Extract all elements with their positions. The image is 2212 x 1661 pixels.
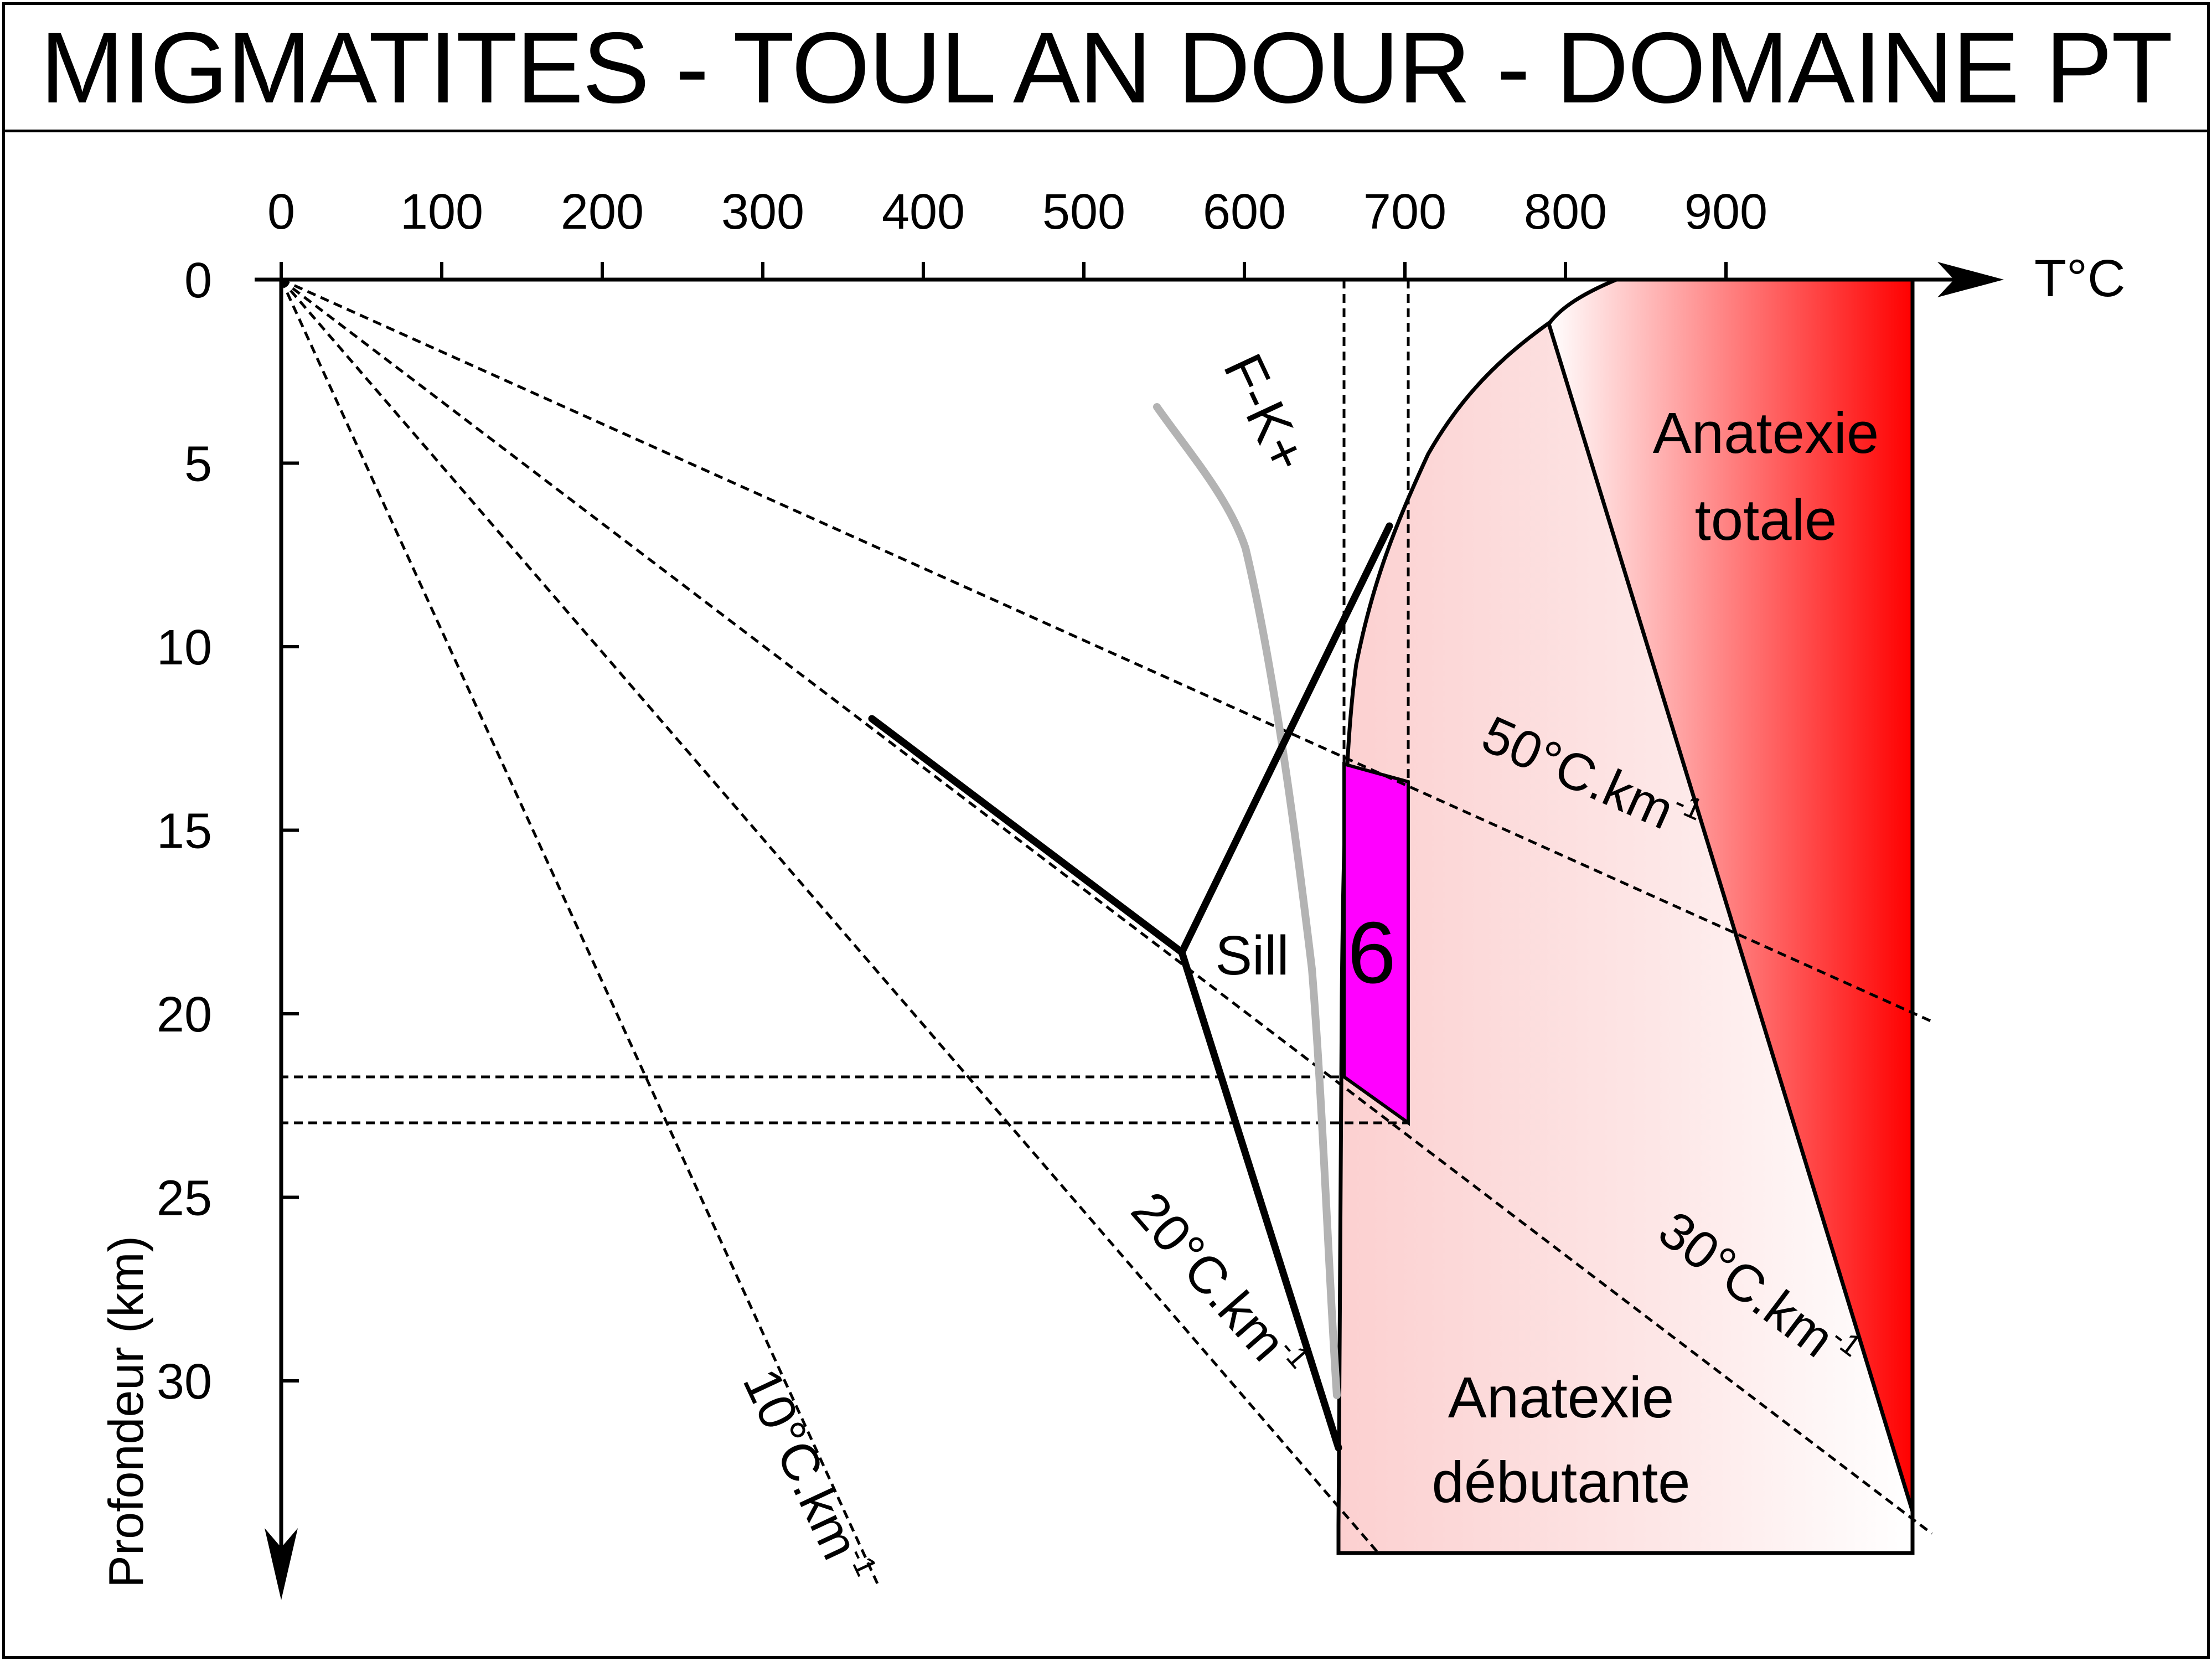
x-tick-label: 100 bbox=[400, 184, 483, 240]
x-tick-label: 900 bbox=[1684, 184, 1767, 240]
y-axis-label: Profondeur (km) bbox=[99, 1236, 153, 1588]
x-tick-label: 700 bbox=[1363, 184, 1446, 240]
y-tick-label: 10 bbox=[157, 620, 212, 675]
y-tick-label: 25 bbox=[157, 1171, 212, 1226]
anatexie-totale-field bbox=[1547, 277, 1915, 1513]
geotherm-10-text: 10°C.km bbox=[731, 1360, 870, 1568]
x-tick-label: 500 bbox=[1042, 184, 1125, 240]
fk-reaction-label: F-K+ bbox=[1212, 345, 1319, 481]
x-axis-ticks: 0 100 200 300 400 500 600 700 800 900 bbox=[267, 184, 1767, 280]
y-tick-label: 0 bbox=[184, 253, 212, 308]
geotherm-30 bbox=[280, 280, 1933, 1535]
x-axis-label: T°C bbox=[2034, 249, 2126, 308]
x-axis-arrow-icon bbox=[1937, 262, 2004, 297]
axes bbox=[255, 262, 2004, 1600]
fk-reaction-line bbox=[1153, 403, 1341, 1399]
ky-sill-line bbox=[868, 715, 1186, 956]
aluminosilicate-lines bbox=[868, 522, 1393, 1452]
x-tick-label: 200 bbox=[561, 184, 644, 240]
page-title: MIGMATITES - TOUL AN DOUR - DOMAINE PT bbox=[40, 11, 2173, 124]
y-axis-ticks: 0 5 10 15 20 25 30 bbox=[157, 253, 299, 1410]
y-tick-label: 30 bbox=[157, 1354, 212, 1410]
geotherm-10 bbox=[280, 280, 879, 1585]
y-tick-label: 15 bbox=[157, 804, 212, 859]
x-tick-label: 800 bbox=[1524, 184, 1607, 240]
x-tick-label: 400 bbox=[882, 184, 965, 240]
anatexie-totale-label-2: totale bbox=[1695, 488, 1837, 553]
geotherm-20 bbox=[280, 280, 1379, 1554]
x-tick-label: 300 bbox=[721, 184, 804, 240]
anatexie-debutante-label-2: débutante bbox=[1431, 1450, 1690, 1515]
pt-box-label: 6 bbox=[1347, 904, 1396, 1002]
geotherm-lines bbox=[280, 280, 1933, 1585]
title-bar: MIGMATITES - TOUL AN DOUR - DOMAINE PT bbox=[5, 5, 2207, 132]
x-tick-label: 600 bbox=[1203, 184, 1286, 240]
y-tick-label: 5 bbox=[184, 437, 212, 492]
sillimanite-label: Sill bbox=[1215, 925, 1289, 987]
anatexie-totale-label-1: Anatexie bbox=[1653, 401, 1879, 466]
geotherm-10-label: 10°C.km-1 bbox=[731, 1359, 884, 1592]
sill-lower-line bbox=[1178, 948, 1342, 1452]
geotherm-20-text: 20°C.km bbox=[1120, 1181, 1297, 1372]
x-tick-label: 0 bbox=[267, 184, 295, 240]
y-axis-arrow-icon bbox=[265, 1528, 298, 1600]
and-sill-line bbox=[1178, 522, 1393, 956]
y-tick-label: 20 bbox=[157, 987, 212, 1043]
anatexie-debutante-label-1: Anatexie bbox=[1448, 1365, 1674, 1430]
